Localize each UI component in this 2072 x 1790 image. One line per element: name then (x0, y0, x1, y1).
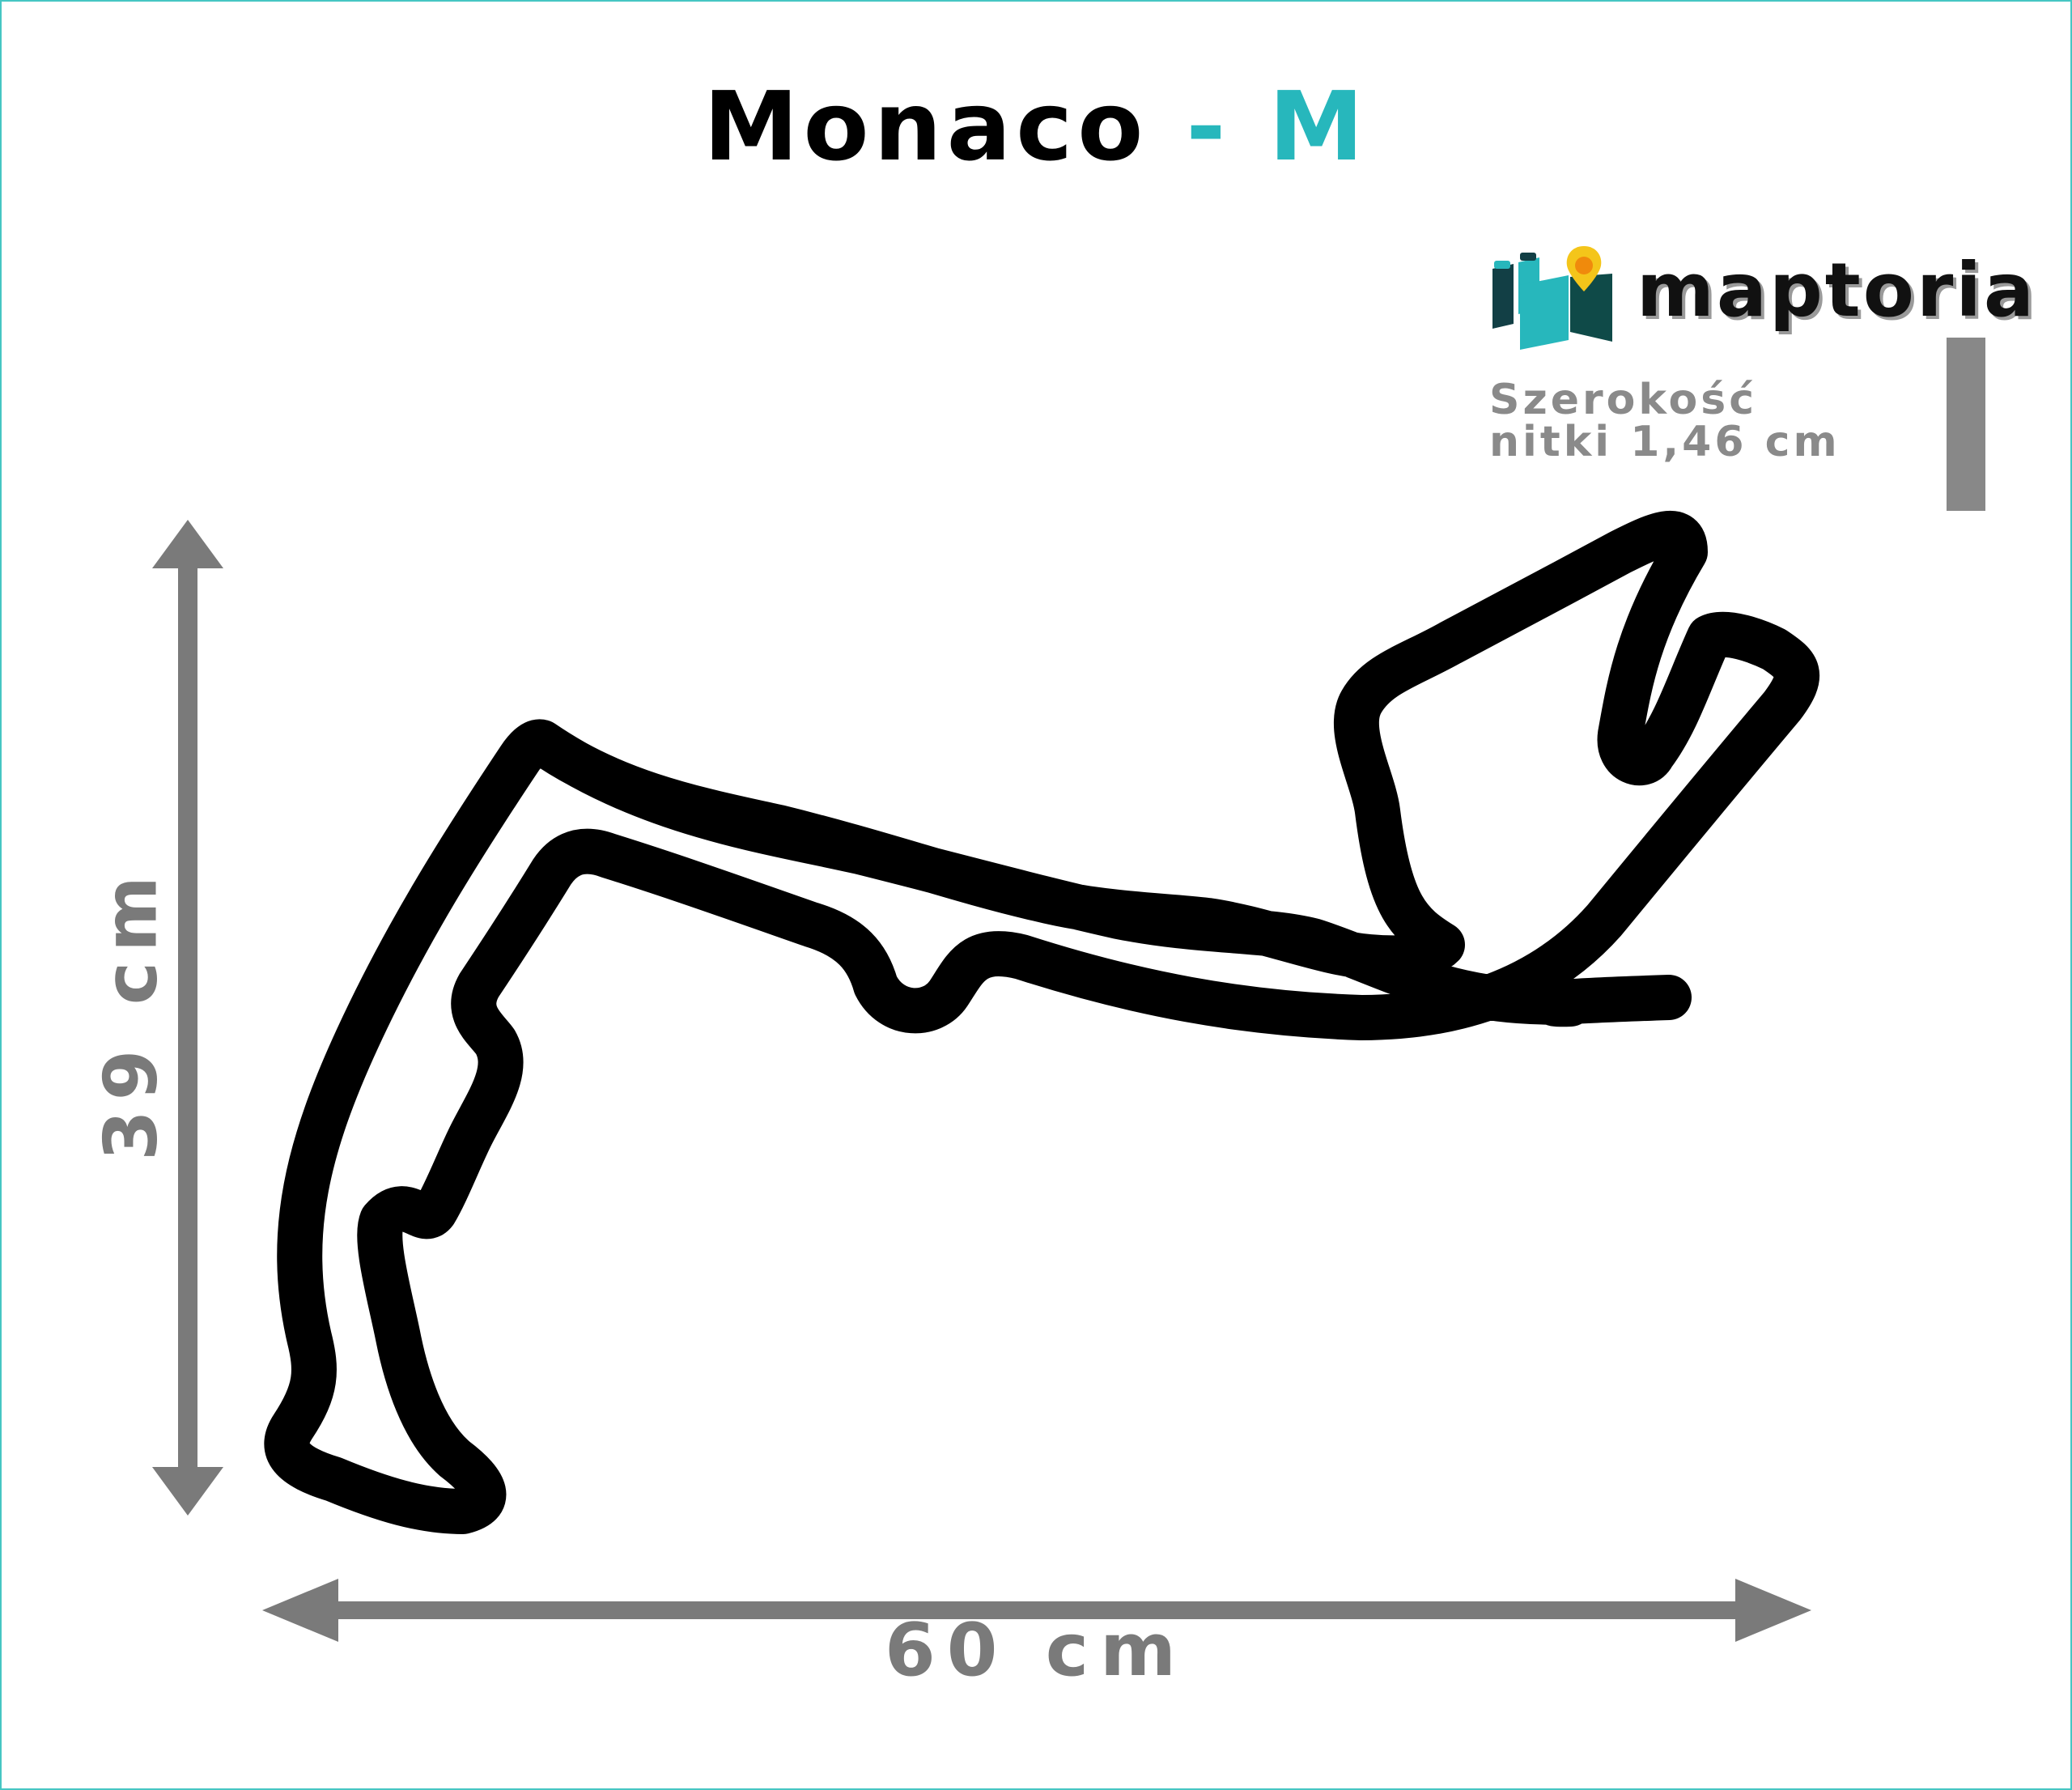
map-pin-logo-icon (1492, 246, 1612, 350)
brand-name: maptoria (1637, 247, 2036, 334)
title-name: Monaco (703, 70, 1149, 182)
thread-width-bar (1947, 338, 1985, 511)
thread-width-line1: Szerokość (1489, 376, 1758, 424)
title-size: M (1268, 70, 1369, 182)
page-title: Monaco - M (2, 79, 2070, 174)
thread-width-line2: nitki 1,46 cm (1489, 418, 1841, 466)
height-value: 39 cm (88, 866, 174, 1161)
title-separator: - (1186, 70, 1231, 182)
brand-logo: maptoria (1491, 244, 2041, 358)
height-dimension-arrow (152, 520, 223, 1516)
width-dimension-label: 60 cm (885, 1608, 1187, 1693)
width-dimension-arrow (262, 1579, 1811, 1642)
monaco-circuit-outline (264, 511, 1819, 1534)
thread-width-note: Szerokość nitki 1,46 cm (1489, 379, 1942, 463)
